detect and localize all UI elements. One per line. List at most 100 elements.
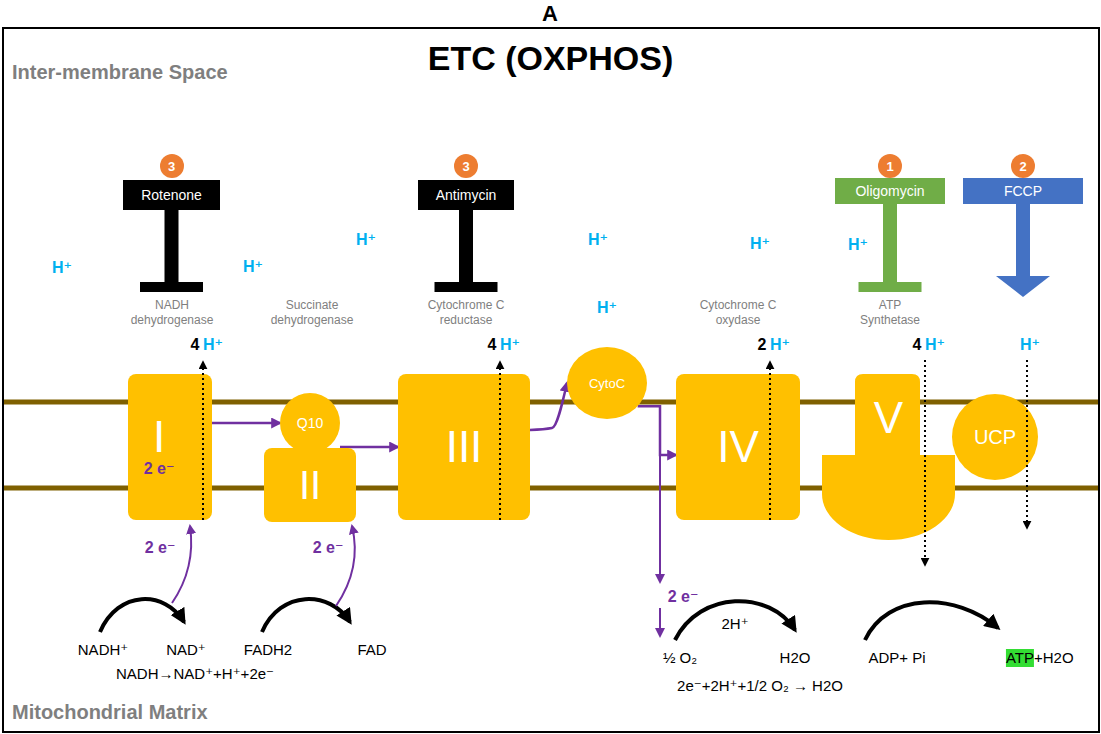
region-label: Inter-membrane Space: [12, 60, 228, 84]
callout-number: 3: [160, 154, 184, 178]
enzyme-name: Cytochrome C oxydase: [690, 298, 786, 328]
proton-label: H⁺: [750, 234, 770, 253]
node-label: Antimycin: [436, 187, 497, 203]
callout-number: 3: [454, 154, 478, 178]
node-label: 1: [886, 159, 893, 174]
node-label: III: [446, 425, 483, 469]
proton-path: [499, 362, 501, 520]
panel-frame: [3, 28, 1099, 732]
node-label: IV: [717, 425, 759, 469]
node-label: Oligomycin: [855, 183, 924, 199]
reaction-arrow: [675, 601, 795, 640]
enzyme-name: Cytochrome C reductase: [416, 298, 516, 328]
atp-synthase-shape: V: [822, 374, 955, 540]
enzyme-name: ATP Synthetase: [855, 298, 925, 328]
callout-number: 2: [1011, 154, 1035, 178]
proton-count: 2: [758, 335, 767, 354]
proton-label: H⁺: [52, 258, 72, 277]
reaction-text: NADH⁺: [78, 641, 128, 659]
node-label: V: [874, 396, 903, 440]
proton-path: [1026, 360, 1028, 528]
reaction-text: 2H⁺: [721, 615, 748, 633]
reaction-text: ADP+ Pi: [868, 649, 925, 667]
callout-number: 1: [878, 154, 902, 178]
carrier-circle: Q10: [280, 393, 340, 453]
inhibitor-bar: [435, 282, 498, 292]
reaction-text: H2O: [780, 649, 811, 667]
reaction-text: ½ O₂: [663, 649, 697, 667]
inhibitor-stem: [883, 200, 897, 284]
carrier-circle: CytoC: [567, 347, 647, 419]
node-sublabel: 2 e⁻: [144, 459, 175, 478]
proton-label: H⁺: [848, 235, 868, 254]
highlighted-product: ATP: [1006, 649, 1034, 667]
electron-flow-arrow: [638, 406, 676, 455]
node-label: Rotenone: [141, 187, 202, 203]
node-label: II: [299, 465, 321, 505]
electron-label: 2 e⁻: [145, 538, 176, 557]
electron-arrow: [336, 526, 355, 606]
complex-box: II: [264, 448, 356, 522]
uncoupler-arrow-head: [996, 276, 1050, 297]
inhibitor-box: Oligomycin: [835, 178, 945, 204]
inhibitor-box: Antimycin: [418, 180, 514, 210]
proton-label: H⁺: [770, 335, 790, 354]
reaction-text: NAD⁺: [166, 641, 206, 659]
equation-text: 2e⁻+2H⁺+1/2 O₂ → H2O: [677, 677, 843, 695]
inhibitor-stem: [165, 206, 179, 284]
proton-count: 4: [913, 335, 922, 354]
node-label: I: [153, 415, 165, 459]
node-label: Q10: [297, 415, 323, 431]
node-label: 3: [462, 159, 469, 174]
electron-label: 2 e⁻: [313, 538, 344, 557]
proton-label: H⁺: [356, 230, 376, 249]
reaction-text: +H2O: [1034, 649, 1074, 667]
electron-flow-arrow: [530, 383, 567, 430]
region-label: Mitochondrial Matrix: [12, 700, 208, 724]
proton-label: H⁺: [588, 230, 608, 249]
uncoupler-arrow: [1016, 200, 1030, 278]
electron-arrow: [659, 455, 661, 582]
inhibitor-stem: [459, 206, 473, 284]
node-label: UCP: [974, 426, 1016, 449]
proton-count: 4: [191, 335, 200, 354]
equation-text: NADH→NAD⁺+H⁺+2e⁻: [116, 665, 274, 683]
enzyme-name: Succinate dehydrogenase: [264, 298, 360, 328]
proton-label: H⁺: [597, 298, 617, 317]
inhibitor-bar: [859, 282, 922, 292]
reaction-arrow: [100, 599, 184, 632]
reaction-arrow: [865, 602, 998, 640]
proton-label: H⁺: [243, 257, 263, 276]
complex-box: I2 e⁻: [128, 374, 212, 520]
proton-path: [924, 360, 926, 565]
proton-count: 4: [488, 335, 497, 354]
electron-label: 2 e⁻: [668, 587, 699, 606]
panel-letter: A: [542, 1, 558, 27]
node-label: CytoC: [589, 376, 625, 391]
proton-label: H⁺: [1020, 335, 1040, 354]
inhibitor-bar: [140, 282, 203, 292]
inhibitor-box: Rotenone: [123, 180, 220, 210]
proton-path: [769, 362, 771, 520]
proton-label: H⁺: [203, 335, 223, 354]
node-label: FCCP: [1004, 183, 1042, 199]
enzyme-name: NADH dehydrogenase: [124, 298, 220, 328]
proton-label: H⁺: [925, 335, 945, 354]
electron-arrow: [659, 608, 661, 636]
proton-path: [202, 362, 204, 520]
atp-synthase-body: [822, 374, 955, 540]
complex-box: IV: [676, 374, 800, 520]
reaction-text: FAD: [357, 641, 386, 659]
uncoupler-box: FCCP: [963, 178, 1083, 204]
reaction-text: FADH2: [244, 641, 292, 659]
complex-box: III: [398, 374, 530, 520]
node-label: 2: [1019, 159, 1026, 174]
uncoupling-protein-circle: UCP: [952, 394, 1038, 480]
node-label: 3: [168, 159, 175, 174]
electron-arrow: [172, 526, 191, 603]
proton-label: H⁺: [500, 335, 520, 354]
electron-flow-arrow: [212, 422, 280, 425]
